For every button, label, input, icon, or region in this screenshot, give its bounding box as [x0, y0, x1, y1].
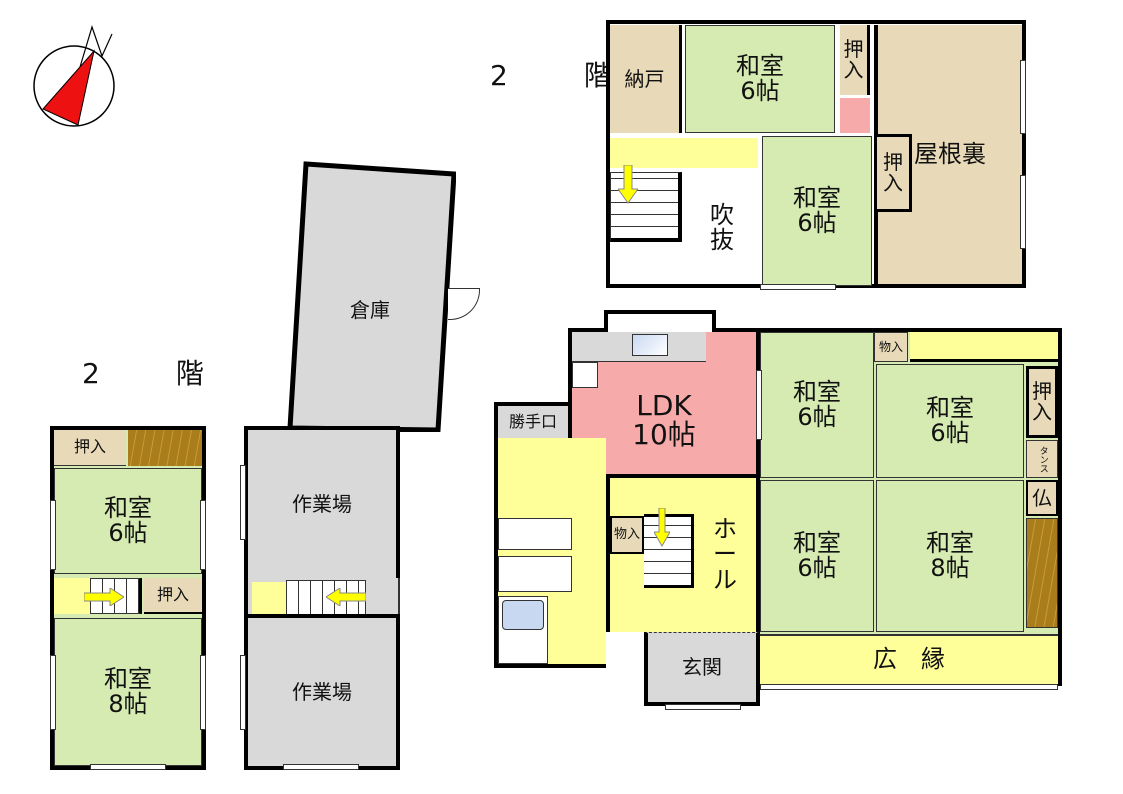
- window: [760, 684, 1058, 690]
- window: [50, 655, 56, 730]
- room-closet-door: [840, 98, 870, 133]
- room-toilet-b: [498, 556, 572, 592]
- window: [240, 655, 246, 730]
- room-monoire-b: 物入: [874, 332, 908, 362]
- stairs-upper[interactable]: [610, 172, 682, 242]
- sink-icon: [632, 334, 668, 356]
- room-genkan: 玄関: [644, 632, 760, 706]
- window: [1020, 60, 1026, 134]
- room-katteguchi: 勝手口: [494, 402, 568, 438]
- room-washitsu-8b: 和室 8帖: [54, 618, 202, 766]
- bathtub-icon: [502, 600, 544, 630]
- window: [200, 500, 206, 570]
- room-oshiire-a: 押 入: [840, 25, 870, 95]
- label-souko: 倉庫: [350, 297, 390, 322]
- stairs-main[interactable]: [644, 514, 694, 588]
- corridor-north: [910, 332, 1058, 362]
- window: [1020, 175, 1026, 249]
- window: [200, 655, 206, 730]
- north-arrow-icon: [33, 25, 115, 127]
- left-arrow-icon: [326, 588, 366, 606]
- room-toilet-a: [498, 518, 572, 550]
- room-washitsu-6f: 和室 6帖: [54, 468, 202, 574]
- window: [240, 465, 246, 540]
- window: [90, 764, 166, 770]
- room-hall: [606, 478, 756, 632]
- room-fukinuke: 吹 抜: [686, 172, 758, 284]
- room-washitsu-6a: 和室 6帖: [685, 25, 835, 133]
- room-oshiire-b: 押 入: [874, 134, 912, 212]
- window: [50, 500, 56, 570]
- room-washitsu-6c: 和室 6帖: [760, 332, 874, 478]
- floor-title-upper: 2 階: [490, 59, 636, 92]
- stove-icon: [572, 362, 598, 388]
- room-nando: 納戸: [610, 25, 682, 133]
- landing: [610, 138, 758, 168]
- room-monoire-a: 物入: [610, 516, 644, 554]
- floor-title-annex: 2 階: [82, 357, 228, 390]
- room-hiroen: 広 縁: [760, 634, 1058, 684]
- tokonoma-wood: [1026, 518, 1058, 628]
- room-souko-shape: [287, 161, 456, 432]
- window: [760, 284, 836, 290]
- right-arrow-icon: [84, 588, 124, 606]
- window: [756, 370, 762, 440]
- window: [283, 764, 359, 770]
- room-oshiire-e: 押入: [144, 578, 202, 614]
- room-oshiire-c: 押 入: [1026, 366, 1058, 438]
- room-oshiire-d: 押入: [54, 430, 126, 466]
- annex-stair-hall: [244, 578, 400, 618]
- room-washitsu-8a: 和室 8帖: [876, 480, 1024, 632]
- annex-wood-panel: [128, 430, 202, 466]
- room-washitsu-6d: 和室 6帖: [876, 364, 1024, 478]
- souko-door[interactable]: [448, 288, 480, 320]
- down-arrow-icon: [618, 165, 638, 204]
- down-arrow-icon: [654, 508, 670, 548]
- window: [665, 704, 741, 710]
- room-washitsu-6b: 和室 6帖: [762, 136, 872, 286]
- room-butsudan: 仏: [1026, 480, 1058, 516]
- room-tansu: タンス: [1026, 440, 1058, 478]
- ldk-bay-window: [604, 310, 716, 332]
- room-sagyouba-b: 作業場: [244, 614, 400, 770]
- compass: [30, 20, 120, 130]
- label-ldk: LDK 10帖: [632, 388, 696, 451]
- room-washitsu-6e: 和室 6帖: [760, 480, 874, 632]
- room-sagyouba-a: 作業場: [244, 426, 400, 582]
- label-hall: ホ ー ル: [713, 515, 737, 594]
